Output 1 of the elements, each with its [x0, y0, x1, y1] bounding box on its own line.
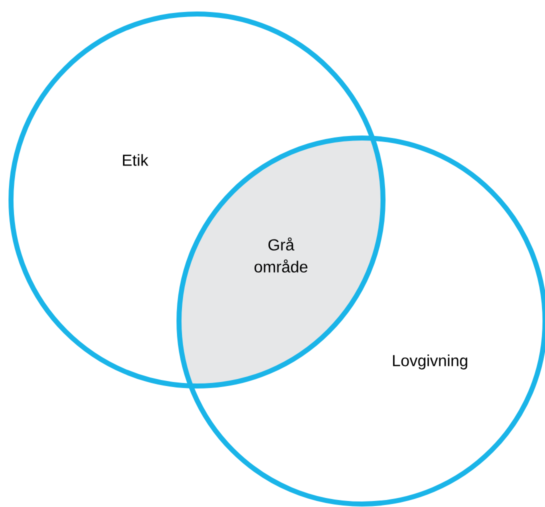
overlap-area: Grå område [179, 138, 383, 386]
